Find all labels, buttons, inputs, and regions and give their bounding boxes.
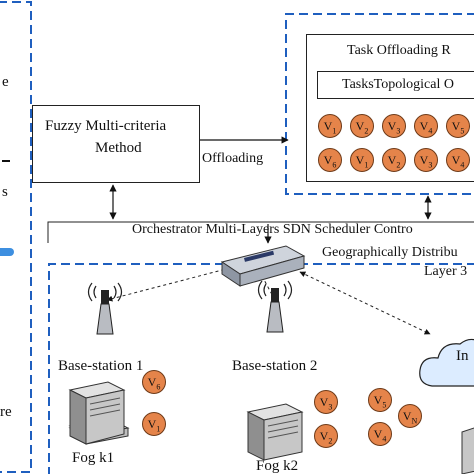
base-station-1-icon [87,282,123,335]
task-node-base: V [451,153,461,167]
task-node-base: V [387,119,397,133]
left-panel-fragment: e [2,74,9,90]
task-node-base: V [373,393,383,407]
task-node-base: V [147,375,157,389]
internet-server-icon [461,427,474,474]
task-node-sub: 3 [396,126,401,136]
task-node-sub: 6 [332,160,337,170]
task-node-base: V [323,153,333,167]
fog-k2-tower-icon [246,403,304,461]
fuzzy-box-line1: Fuzzy Multi-criteria [45,118,167,134]
task-node: V1 [318,114,342,138]
task-node-base: V [355,119,365,133]
task-node: V2 [314,424,338,448]
internet-label: In [456,348,469,364]
task-node-base: V [319,429,329,443]
task-node-sub: 5 [460,126,465,136]
task-node: V4 [368,422,392,446]
fog-k2-label: Fog k2 [256,458,299,474]
layer3-dashed-region [48,263,474,474]
task-node-base: V [419,153,429,167]
task-node-sub: 5 [382,400,387,410]
left-panel-fragment: s [2,184,8,200]
link-switch-bs1 [106,266,231,302]
task-node: V4 [414,114,438,138]
task-node-base: V [387,153,397,167]
task-node-sub: 2 [364,126,369,136]
offloading-label: Offloading [202,151,264,166]
left-panel-fragment: re [0,404,12,420]
task-node-sub: 2 [328,436,333,446]
task-node-sub: 6 [156,382,161,392]
layer-3-label: Layer 3 [424,264,468,279]
orchestrator-bracket [47,221,474,243]
task-node-base: V [147,417,157,431]
task-offloading-dashed-panel [285,13,474,195]
geo-distributed-label: Geographically Distribu [322,245,458,260]
orchestrator-label: Orchestrator Multi-Layers SDN Scheduler … [132,222,413,237]
internet-cloud-icon [419,338,474,387]
task-node: V5 [368,388,392,412]
task-node: V5 [446,114,470,138]
task-node-sub: 3 [328,402,333,412]
task-node: V2 [382,148,406,172]
task-node: V2 [350,114,374,138]
left-dashed-panel [0,1,32,473]
task-node-sub: N [411,416,418,426]
task-node: V1 [142,412,166,436]
base-station-1-label: Base-station 1 [58,358,144,374]
task-node-sub: 1 [364,160,369,170]
task-offloading-title: Task Offloading R [347,43,451,58]
task-node-sub: 4 [460,160,465,170]
task-node: V3 [414,148,438,172]
task-node-base: V [319,395,329,409]
task-node: V4 [446,148,470,172]
left-panel-dash [2,160,10,162]
task-node: V6 [318,148,342,172]
base-station-2-label: Base-station 2 [232,358,318,374]
tasks-topological-box: TasksTopological O [317,71,474,99]
task-node-base: V [373,427,383,441]
base-station-2-icon [257,280,293,333]
left-panel-blue-arrow [0,248,14,256]
task-node: V1 [350,148,374,172]
fuzzy-multicriteria-box: Fuzzy Multi-criteria Method [32,105,200,183]
task-node: V6 [142,370,166,394]
task-node-sub: 2 [396,160,401,170]
fog-k1-tower-icon [68,381,126,445]
task-node: VN [398,404,422,428]
fog-k1-label: Fog k1 [72,450,115,466]
task-node-sub: 4 [428,126,433,136]
link-switch-internet [299,271,431,335]
task-node-base: V [355,153,365,167]
fuzzy-box-line2: Method [95,140,142,156]
task-node-sub: 1 [332,126,337,136]
task-node-base: V [419,119,429,133]
task-node-base: V [402,409,412,423]
task-node-sub: 1 [156,424,161,434]
task-node-base: V [451,119,461,133]
sdn-switch-icon [220,245,306,287]
task-node-sub: 3 [428,160,433,170]
task-node: V3 [314,390,338,414]
tasks-topological-title: TasksTopological O [342,77,454,92]
task-node-base: V [323,119,333,133]
task-node-sub: 4 [382,434,387,444]
task-node: V3 [382,114,406,138]
